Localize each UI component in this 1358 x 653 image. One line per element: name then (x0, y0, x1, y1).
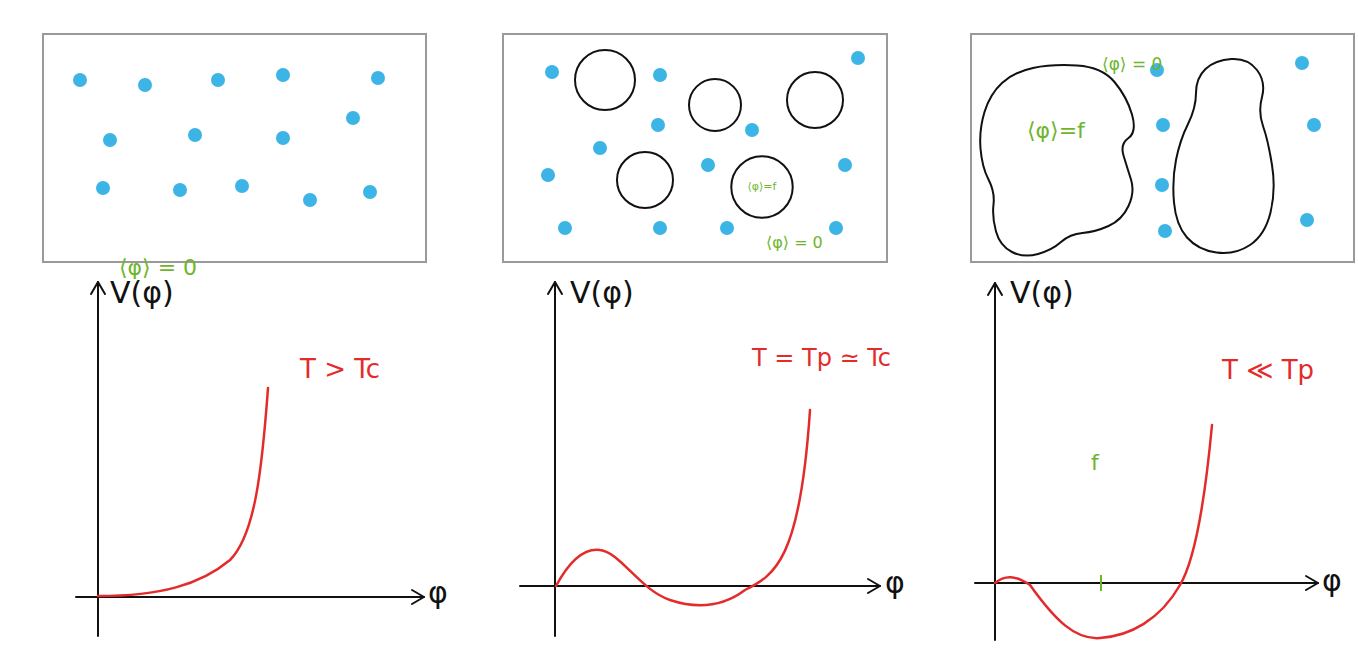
bubbles (575, 50, 1274, 253)
axis-label: V(φ) (570, 276, 634, 311)
vev-tick (1100, 575, 1102, 591)
plot-axes (76, 282, 1318, 640)
potential-curves (98, 388, 1212, 638)
region-label: ⟨φ⟩=f (1027, 118, 1085, 143)
temperature-label: T > Tc (300, 355, 380, 385)
state-panel: ⟨φ⟩ = 0 ⟨φ⟩=f (502, 33, 888, 263)
temperature-label: T = Tp ≃ Tc (752, 345, 891, 373)
axis-label: V(φ) (1010, 276, 1074, 311)
axis-label: V(φ) (110, 276, 174, 311)
region-label: ⟨φ⟩=f (748, 181, 777, 194)
bubble-blob: ⟨φ⟩=f (977, 52, 1142, 264)
axis-label: φ (428, 576, 448, 611)
bubble-outline (977, 52, 1142, 264)
region-label: ⟨φ⟩ = 0 (1102, 55, 1162, 75)
particle-dots (73, 51, 1321, 238)
state-panel: ⟨φ⟩ = 0 ⟨φ⟩=f (970, 33, 1355, 263)
temperature-label: T ≪ Tp (1222, 356, 1314, 386)
bubble-circle: ⟨φ⟩=f (730, 155, 794, 219)
state-panel: ⟨φ⟩ = 0 (42, 33, 427, 263)
axis-label: φ (1322, 564, 1342, 599)
region-label: ⟨φ⟩ = 0 (766, 234, 823, 252)
vev-label: f (1091, 450, 1099, 475)
axis-label: φ (885, 566, 905, 601)
